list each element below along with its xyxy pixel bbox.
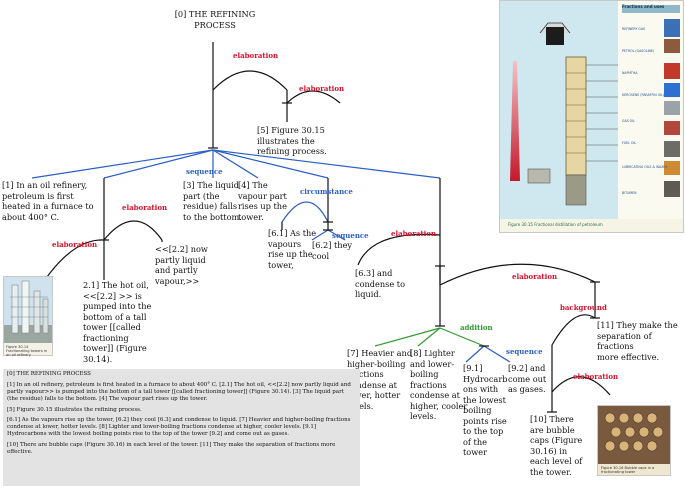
figure-distillation: Fractions and uses REFINERY GAS PETROL (…: [499, 0, 684, 233]
fraction-label: NAPHTHA: [622, 71, 638, 75]
arc-elab-2: [103, 220, 163, 241]
arc-elab-5: [286, 90, 341, 104]
summary-para: [1] In an oil refinery, petroleum is fir…: [7, 381, 351, 402]
arc-circumstance: [281, 201, 329, 223]
relation-circumstance: circumstance: [300, 187, 353, 196]
relation-elaboration-1: elaboration: [52, 240, 98, 249]
fraction-label: KEROSENE (PARAFFIN OIL): [622, 93, 665, 97]
arc-elab-6: [357, 233, 441, 266]
relation-elaboration-7: elaboration: [512, 272, 558, 281]
relation-elaboration-6: elaboration: [391, 229, 437, 238]
fraction-label: FUEL OIL: [622, 141, 637, 145]
relation-addition: addition: [460, 323, 493, 332]
relation-elaboration-top: elaboration: [233, 51, 279, 60]
relation-elaboration-2: elaboration: [122, 203, 168, 212]
summary-para: [5] Figure 30.15 illustrates the refinin…: [7, 406, 142, 413]
relation-elaboration-5: elaboration: [299, 84, 345, 93]
page-title: [0] THE REFINING PROCESS: [174, 9, 256, 30]
arc-elab-top: [212, 70, 288, 91]
figure-bubble-caps: Figure 30.16 Bubble caps in a fractionat…: [597, 405, 671, 476]
arc-background: [551, 314, 596, 346]
node-1: [1] In an oil refinery,petroleum is firs…: [2, 180, 94, 222]
distillation-tower-image: [500, 1, 683, 219]
relation-sequence-6: sequence: [332, 231, 369, 240]
summary-para: [10] There are bubble caps (Figure 30.16…: [7, 442, 336, 455]
summary-para: [0] THE REFINING PROCESS: [7, 371, 91, 377]
fraction-label: GAS OIL: [622, 119, 635, 123]
fraction-label: PETROL (GASOLINE): [622, 49, 655, 53]
figure-caption: Figure 30.15 Fractional distillation of …: [508, 222, 603, 227]
relation-background: background: [560, 303, 607, 312]
arc-elab-10: [551, 376, 611, 396]
summary-text-box: [0] THE REFINING PROCESS [1] In an oil r…: [3, 369, 360, 486]
bubble-caps-image: [598, 406, 670, 464]
fraction-label: BITUMEN: [622, 191, 637, 195]
figure-refinery-photo: Figure 30.14 Fractionating towers in an …: [3, 276, 53, 357]
figure-header: Fractions and uses: [622, 4, 665, 9]
relation-sequence-9: sequence: [506, 347, 543, 356]
arc-elab-7: [439, 263, 596, 286]
relation-elaboration-10: elaboration: [573, 372, 619, 381]
fraction-label: REFINERY GAS: [622, 27, 646, 31]
relation-sequence-main: sequence: [186, 167, 223, 176]
figure-caption: Figure 30.14 Fractionating towers in an …: [6, 345, 48, 357]
fraction-label: LUBRICATING OILS & WAXES: [622, 165, 668, 169]
refinery-towers-image: [4, 277, 52, 343]
summary-para: [6.1] As the vapours rise up the tower, …: [7, 417, 351, 438]
figure-caption: Figure 30.16 Bubble caps in a fractionat…: [601, 466, 655, 474]
